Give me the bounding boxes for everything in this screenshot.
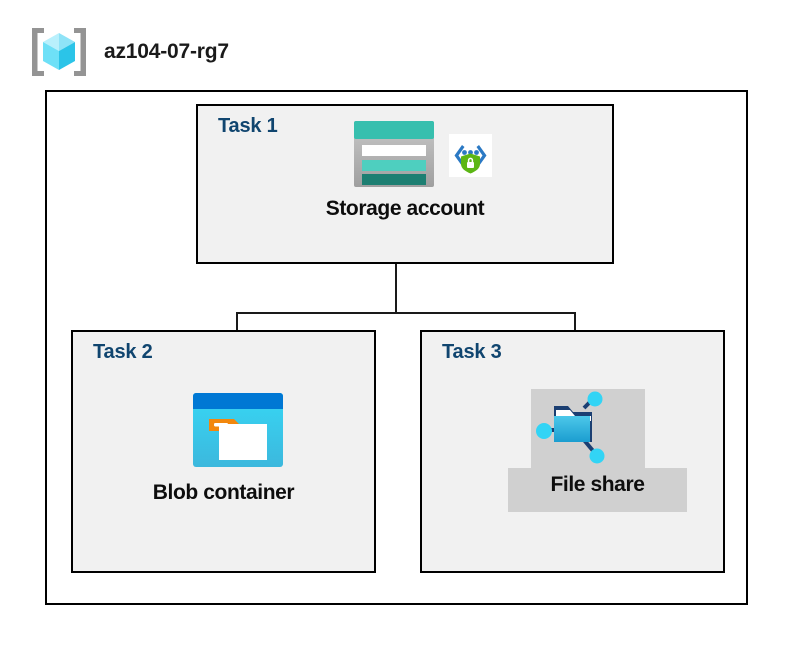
storage-account-icon bbox=[354, 121, 434, 187]
resource-group-header: az104-07-rg7 bbox=[28, 24, 229, 80]
task-2-label: Task 2 bbox=[93, 341, 153, 363]
task-2-box: Task 2 bbox=[71, 330, 376, 573]
secure-endpoint-shield-icon bbox=[449, 134, 492, 177]
file-share-label-highlight bbox=[508, 468, 687, 512]
file-share-icon bbox=[536, 391, 605, 464]
connector-branch-bus bbox=[236, 312, 576, 314]
resource-group-title: az104-07-rg7 bbox=[104, 40, 229, 63]
blob-container-icon bbox=[193, 393, 283, 467]
blob-container-caption: Blob container bbox=[152, 481, 295, 504]
storage-account-caption: Storage account bbox=[325, 197, 485, 220]
connector-storage-to-bus bbox=[395, 228, 397, 314]
resource-group-cube-icon bbox=[32, 28, 86, 76]
task-1-label: Task 1 bbox=[218, 115, 278, 137]
file-share-caption: File share bbox=[550, 473, 645, 496]
task-3-label: Task 3 bbox=[442, 341, 502, 363]
